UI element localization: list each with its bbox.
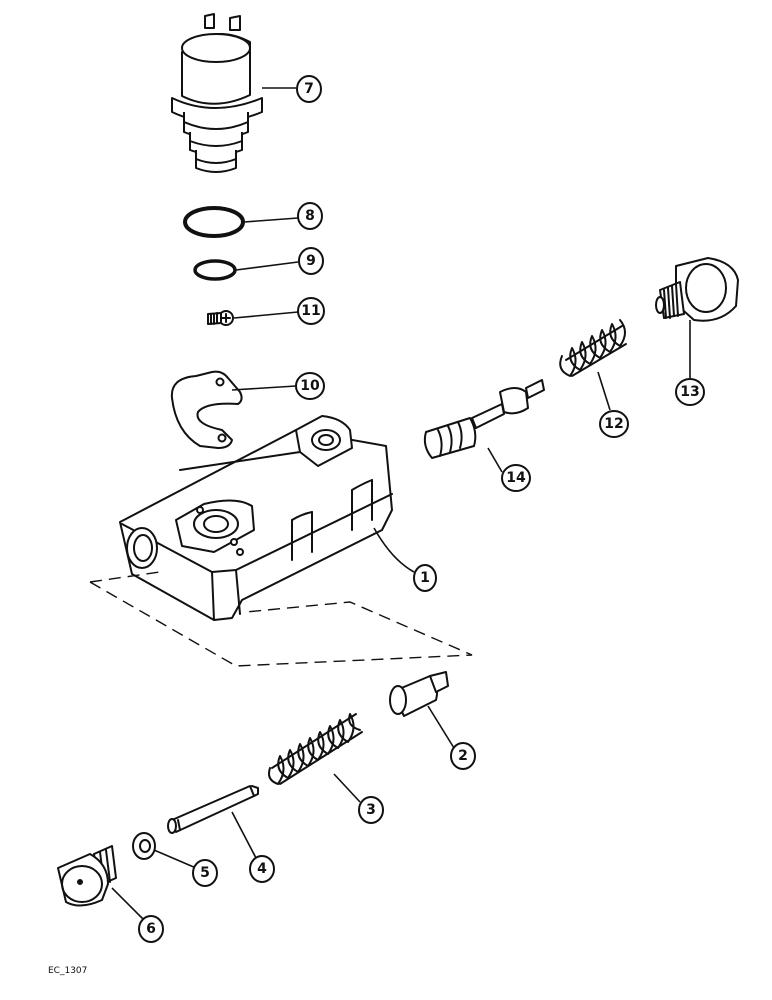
callout-3-label: 3 [366,802,376,818]
part-6-plug [57,845,117,907]
part-12-spring [559,319,627,377]
part-11-screw [207,310,234,326]
callout-8: 8 [297,202,323,230]
phantom-line-body [89,571,473,667]
callout-11: 11 [297,297,325,325]
callout-4: 4 [249,855,275,883]
callout-12: 12 [599,410,629,438]
callout-5: 5 [192,859,218,887]
callout-3: 3 [358,796,384,824]
callout-13: 13 [675,378,705,406]
callout-10-label: 10 [300,378,320,394]
callout-10: 10 [295,372,325,400]
callout-9-label: 9 [306,253,316,269]
callout-8-label: 8 [305,208,315,224]
part-2-plunger [389,671,449,717]
callout-5-label: 5 [200,865,210,881]
part-7-solenoid [171,13,263,173]
callout-2: 2 [450,742,476,770]
callout-2-label: 2 [458,748,468,764]
leader-lines [111,87,691,921]
part-1-valve-body [119,415,393,621]
part-4-pin [167,785,259,834]
callout-6-label: 6 [146,921,156,937]
callout-14: 14 [501,464,531,492]
part-8-o-ring [183,206,245,238]
callout-4-label: 4 [257,861,267,877]
part-13-plug [655,257,739,322]
part-5-washer [132,832,156,860]
callout-12-label: 12 [604,416,623,432]
callout-1-label: 1 [420,570,430,586]
drawing-code: EC_1307 [48,966,87,976]
callout-11-label: 11 [301,303,320,319]
part-9-o-ring [193,259,237,281]
part-3-spring [268,713,363,785]
callout-1: 1 [413,564,437,592]
part-14-valve-spool [423,379,545,459]
callout-7-label: 7 [304,81,314,97]
callout-6: 6 [138,915,164,943]
callout-14-label: 14 [506,470,526,486]
part-10-retaining-plate [170,370,243,449]
callout-13-label: 13 [680,384,699,400]
callout-9: 9 [298,247,324,275]
callout-7: 7 [296,75,322,103]
